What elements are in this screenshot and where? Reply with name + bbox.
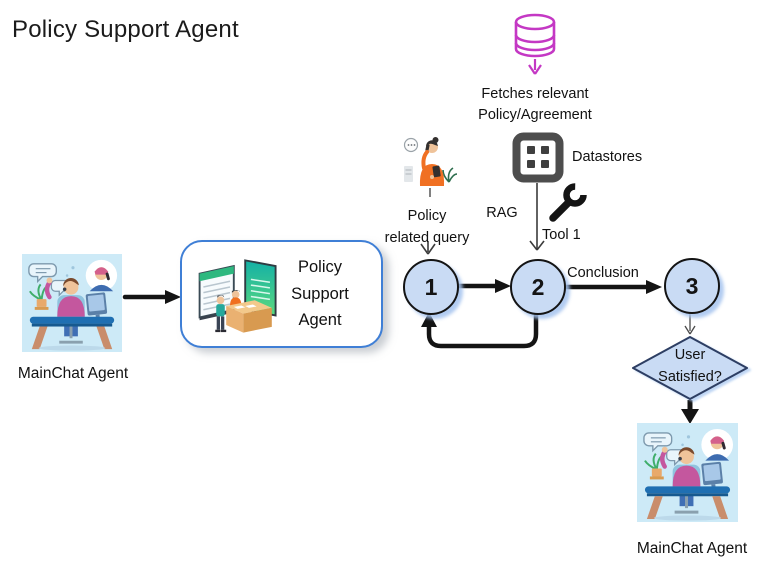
datastores-icon	[512, 132, 564, 183]
policy-support-agent-box-label: Policy Support Agent	[257, 254, 383, 334]
database-icon	[514, 13, 556, 58]
decision-label: User Satisfied?	[630, 345, 750, 388]
decision-line1: User	[674, 347, 706, 363]
tool-label: Tool 1	[542, 227, 581, 243]
decision-diamond-shape	[632, 336, 748, 400]
wrench-icon	[549, 183, 587, 222]
mainchat-agent-bottom-illustration	[637, 423, 738, 522]
decision-diamond: User Satisfied?	[630, 334, 750, 402]
page-title: Policy Support Agent	[12, 16, 239, 43]
database-caption-line1: Fetches relevant	[481, 86, 589, 102]
node-3: 3	[664, 258, 720, 314]
customer-on-phone-icon	[402, 136, 458, 188]
box-label-line2: Support	[291, 284, 349, 303]
box-label-line3: Agent	[298, 311, 342, 329]
node-2: 2	[510, 259, 566, 315]
policy-query-caption: Policy related query	[385, 205, 470, 249]
datastores-label: Datastores	[572, 149, 643, 165]
mainchat-agent-left-label: MainChat Agent	[17, 365, 129, 382]
policy-query-line2: related query	[384, 230, 470, 246]
conclusion-label: Conclusion	[567, 265, 639, 281]
policy-query-line1: Policy	[407, 208, 447, 224]
box-label-line1: Policy	[297, 258, 342, 276]
node-1: 1	[403, 259, 459, 315]
database-caption-line2: Policy/Agreement	[478, 107, 592, 123]
mainchat-agent-left-illustration	[22, 253, 122, 353]
decision-line2: Satisfied?	[658, 368, 722, 385]
database-caption: Fetches relevant Policy/Agreement	[478, 84, 592, 126]
rag-label: RAG	[486, 205, 518, 221]
mainchat-agent-bottom-label: MainChat Agent	[636, 540, 748, 557]
policy-support-agent-box: Policy Support Agent	[180, 240, 383, 348]
